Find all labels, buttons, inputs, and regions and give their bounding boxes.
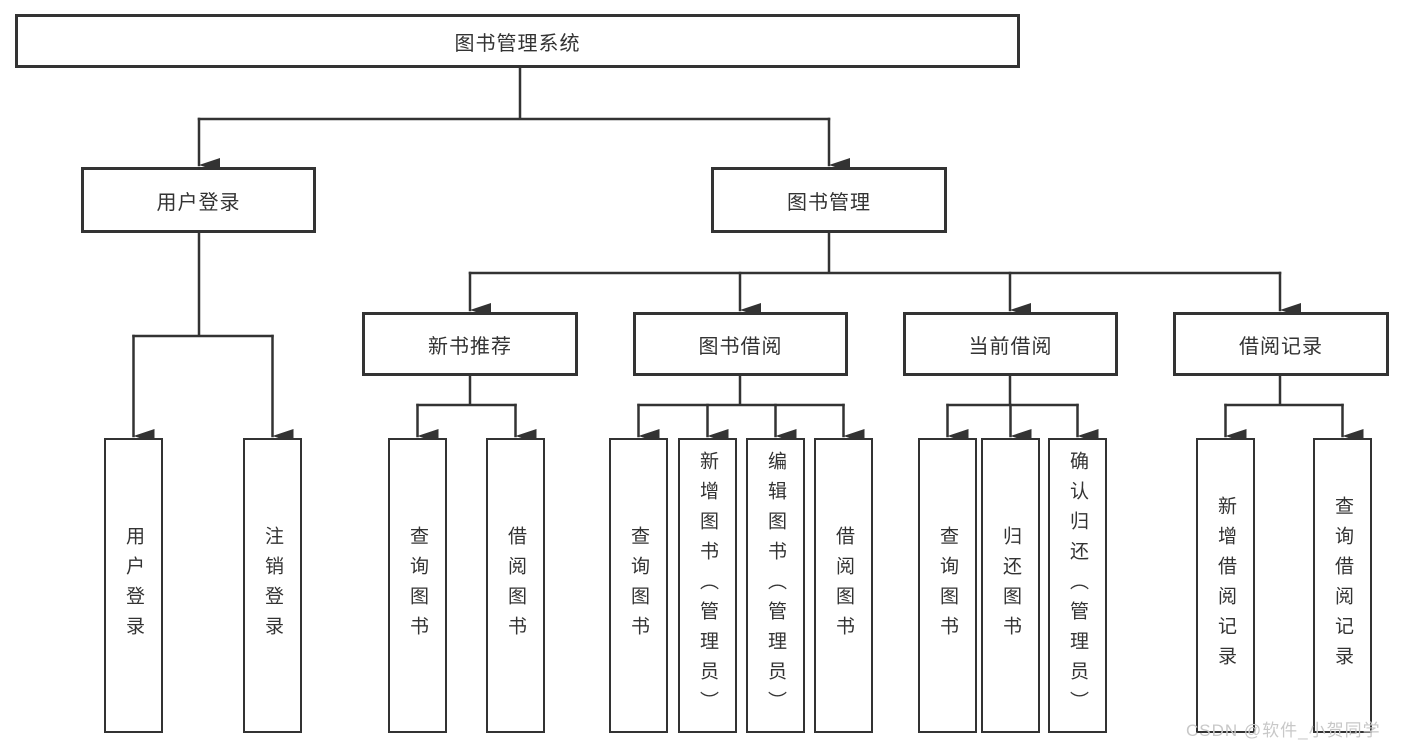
leaf-edit-books-admin: 编辑图书（管理员） bbox=[746, 438, 805, 733]
leaf-logout: 注销登录 bbox=[243, 438, 302, 733]
node-label: 图书借阅 bbox=[698, 335, 783, 358]
node-book-management: 图书管理 bbox=[711, 167, 947, 233]
node-new-book-recommendation: 新书推荐 bbox=[362, 312, 578, 376]
node-label: 查询图书 bbox=[407, 525, 428, 646]
leaf-return-books: 归还图书 bbox=[981, 438, 1040, 733]
leaf-query-books-borrowing: 查询图书 bbox=[609, 438, 668, 733]
leaf-add-borrow-record: 新增借阅记录 bbox=[1196, 438, 1255, 733]
node-label: 借阅图书 bbox=[833, 525, 854, 646]
leaf-user-login: 用户登录 bbox=[104, 438, 163, 733]
leaf-query-books-recommend: 查询图书 bbox=[388, 438, 447, 733]
node-label: 新增图书（管理员） bbox=[697, 450, 718, 721]
leaf-query-books-current: 查询图书 bbox=[918, 438, 977, 733]
leaf-borrow-books: 借阅图书 bbox=[814, 438, 873, 733]
node-label: 用户登录 bbox=[156, 191, 241, 214]
node-label: 新书推荐 bbox=[428, 335, 512, 358]
node-label: 注销登录 bbox=[262, 525, 283, 646]
node-label: 当前借阅 bbox=[968, 335, 1053, 358]
leaf-add-books-admin: 新增图书（管理员） bbox=[678, 438, 737, 733]
node-label: 用户登录 bbox=[123, 525, 144, 646]
node-label: 查询图书 bbox=[628, 525, 649, 646]
node-label: 图书管理 bbox=[787, 191, 871, 214]
leaf-confirm-return-admin: 确认归还（管理员） bbox=[1048, 438, 1107, 733]
csdn-watermark: CSDN @软件_小贺同学 bbox=[1186, 721, 1381, 740]
node-label: 归还图书 bbox=[1000, 525, 1021, 646]
node-library-management-system: 图书管理系统 bbox=[15, 14, 1020, 68]
node-label: 查询借阅记录 bbox=[1332, 495, 1353, 676]
leaf-query-borrow-record: 查询借阅记录 bbox=[1313, 438, 1372, 733]
node-borrowing-records: 借阅记录 bbox=[1173, 312, 1389, 376]
node-label: 借阅记录 bbox=[1239, 335, 1323, 358]
node-label: 编辑图书（管理员） bbox=[765, 450, 786, 721]
node-label: 确认归还（管理员） bbox=[1067, 450, 1088, 721]
node-label: 图书管理系统 bbox=[454, 32, 581, 55]
node-book-borrowing: 图书借阅 bbox=[633, 312, 848, 376]
node-label: 新增借阅记录 bbox=[1215, 495, 1236, 676]
node-label: 查询图书 bbox=[937, 525, 958, 646]
leaf-borrow-books-recommend: 借阅图书 bbox=[486, 438, 545, 733]
node-label: 借阅图书 bbox=[505, 525, 526, 646]
node-user-login: 用户登录 bbox=[81, 167, 316, 233]
node-current-borrowing: 当前借阅 bbox=[903, 312, 1118, 376]
